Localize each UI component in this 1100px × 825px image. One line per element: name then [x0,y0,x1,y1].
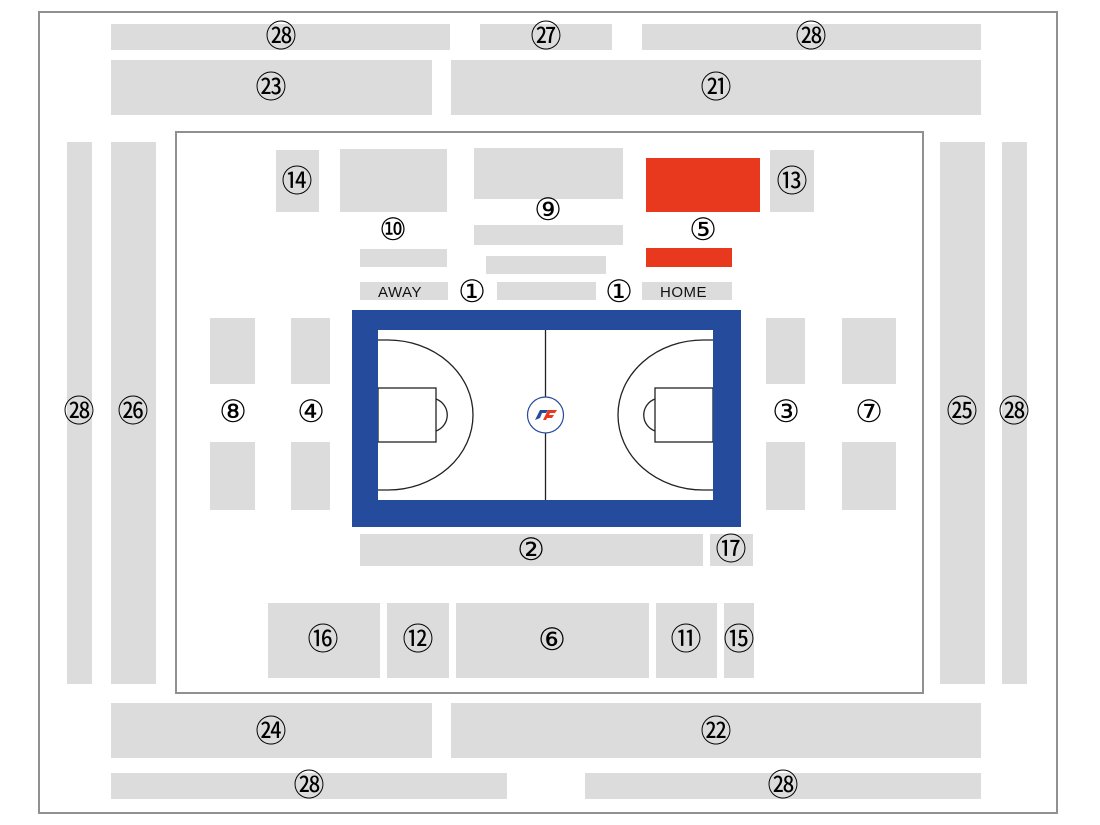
away-bench-label: AWAY [378,284,422,301]
court-lines [378,330,713,500]
section-8-upper[interactable] [210,318,255,384]
label-section-12: ⑫ [402,622,434,658]
section-7-upper[interactable] [842,318,896,384]
section-away-bench[interactable] [360,282,448,300]
label-section-2: ② [517,532,545,568]
section-28-bottom-right[interactable] [585,773,981,799]
section-4-lower[interactable] [291,442,330,510]
label-section-21: ㉑ [700,70,732,106]
section-4-upper[interactable] [291,318,330,384]
label-section-26: ㉖ [117,394,149,430]
section-11[interactable] [656,603,717,678]
section-28-top-right[interactable] [642,24,981,50]
section-26[interactable] [111,142,156,684]
label-section-28-bottom-right: ㉘ [767,768,799,804]
section-15[interactable] [724,603,754,678]
section-14[interactable] [276,150,319,212]
label-section-25: ㉕ [946,394,978,430]
label-section-8: ⑧ [219,394,247,430]
label-section-28-bottom-left: ㉘ [293,768,325,804]
section-28-bottom-left[interactable] [111,773,507,799]
arena-floor-boundary [175,131,924,694]
arena-outer-frame [38,11,1058,814]
section-5-lower[interactable] [646,248,732,267]
right-key [654,387,713,443]
label-section-23: ㉓ [255,70,287,106]
label-section-4: ④ [297,394,325,430]
section-22[interactable] [451,703,981,758]
section-9-upper[interactable] [474,148,623,199]
section-3-lower[interactable] [766,442,805,510]
left-key [378,387,437,443]
section-center-bench[interactable] [497,282,596,300]
label-section-28-right: ㉘ [998,394,1030,430]
section-27[interactable] [480,24,612,50]
label-section-3: ③ [772,394,800,430]
section-13[interactable] [770,150,814,212]
section-8-lower[interactable] [210,442,255,510]
right-free-throw-arc [643,398,656,432]
section-25[interactable] [940,142,985,684]
section-9-lower[interactable] [474,225,623,245]
section-10-lower[interactable] [360,249,447,267]
label-section-17: ⑰ [715,532,747,568]
section-3-upper[interactable] [766,318,805,384]
label-section-1-left: ① [458,274,486,310]
left-free-throw-arc [435,398,448,432]
section-28-left[interactable] [67,142,92,684]
section-2[interactable] [360,534,703,566]
label-section-11: ⑪ [670,622,702,658]
section-7-lower[interactable] [842,442,896,510]
section-12[interactable] [387,603,449,678]
section-10-upper[interactable] [340,149,447,212]
section-16[interactable] [268,603,380,678]
right-three-point-line [617,339,713,491]
section-17[interactable] [710,534,753,566]
league-logo-icon [526,396,565,434]
section-scorer-table[interactable] [486,256,606,274]
section-5-upper[interactable] [646,158,760,212]
label-section-5: ⑤ [689,212,717,248]
label-section-7: ⑦ [855,394,883,430]
section-home-bench[interactable] [642,282,732,300]
home-bench-label: HOME [660,284,707,301]
label-section-28-top-left: ㉘ [265,19,297,55]
label-section-28-top-right: ㉘ [795,19,827,55]
section-24[interactable] [111,703,432,758]
label-section-16: ⑯ [307,622,339,658]
label-section-13: ⑬ [776,164,808,200]
section-6[interactable] [456,603,649,678]
section-28-top-left[interactable] [111,24,450,50]
label-section-9: ⑨ [534,192,562,228]
label-section-28-left: ㉘ [63,394,95,430]
section-28-right[interactable] [1002,142,1027,684]
label-section-6: ⑥ [538,622,566,658]
left-three-point-line [378,339,474,491]
section-21[interactable] [451,60,981,115]
label-section-24: ㉔ [255,714,287,750]
label-section-22: ㉒ [700,714,732,750]
label-section-15: ⑮ [723,622,755,658]
label-section-1-right: ① [605,274,633,310]
section-23[interactable] [111,60,432,115]
label-section-10: ⑩ [379,212,407,248]
label-section-27: ㉗ [530,19,562,55]
label-section-14: ⑭ [281,164,313,200]
